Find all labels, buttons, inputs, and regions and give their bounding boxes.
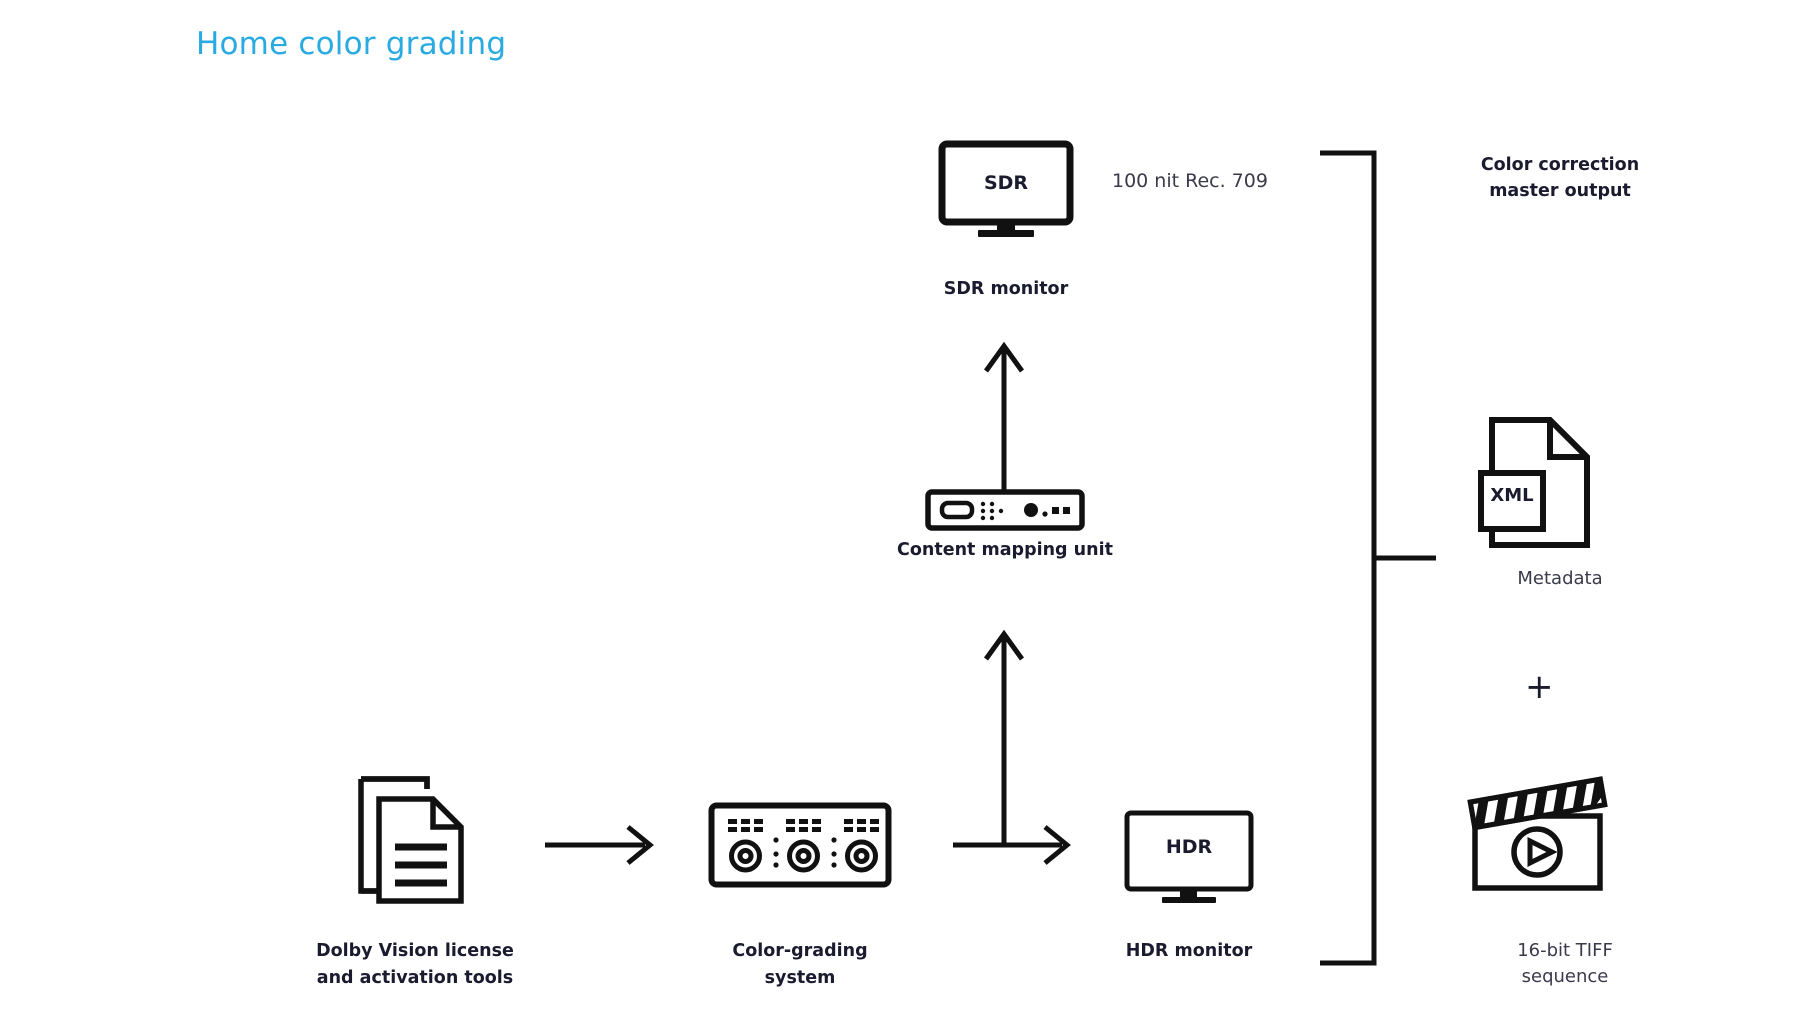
arrowhead-license-to-grading <box>626 825 654 865</box>
node-cmu-label: Content mapping unit <box>897 540 1113 560</box>
master-output-bracket <box>1320 150 1377 966</box>
node-tiff[interactable] <box>1467 776 1610 895</box>
hdr-screen-label: HDR <box>1165 836 1213 858</box>
node-cmu[interactable] <box>925 489 1085 531</box>
xml-file-icon <box>1478 417 1590 548</box>
node-metadata-label: Metadata <box>1517 568 1603 589</box>
xml-badge-label: XML <box>1490 485 1534 506</box>
arrowhead-branch-to-cmu <box>983 629 1025 661</box>
content-mapping-unit-icon <box>925 489 1085 531</box>
plus-icon: + <box>1525 667 1554 707</box>
sdr-screen-label: SDR <box>983 172 1029 194</box>
sdr-spec-note: 100 nit Rec. 709 <box>1112 170 1268 192</box>
documents-icon <box>358 776 464 904</box>
page-title: Home color grading <box>196 26 507 62</box>
master-output-note: Color correction master output <box>1480 155 1640 201</box>
node-sdr-monitor[interactable] <box>938 140 1074 237</box>
arrowhead-grading-to-hdr <box>1043 825 1071 865</box>
node-grading-system-label: Color-grading system <box>732 941 868 988</box>
clapperboard-icon <box>1467 776 1608 891</box>
color-grading-panel-icon <box>708 802 892 888</box>
monitor-icon <box>1124 810 1254 903</box>
node-metadata[interactable] <box>1478 415 1592 550</box>
node-license-label: Dolby Vision license and activation tool… <box>316 941 514 988</box>
node-grading-system[interactable] <box>708 802 892 888</box>
node-license[interactable] <box>355 775 475 905</box>
node-tiff-label: 16-bit TIFF sequence <box>1517 940 1613 987</box>
node-hdr-monitor-label: HDR monitor <box>1125 941 1253 961</box>
arrowhead-cmu-to-sdr <box>983 341 1025 373</box>
node-hdr-monitor[interactable] <box>1124 810 1254 903</box>
monitor-icon <box>938 140 1074 237</box>
node-sdr-monitor-label: SDR monitor <box>943 279 1069 299</box>
